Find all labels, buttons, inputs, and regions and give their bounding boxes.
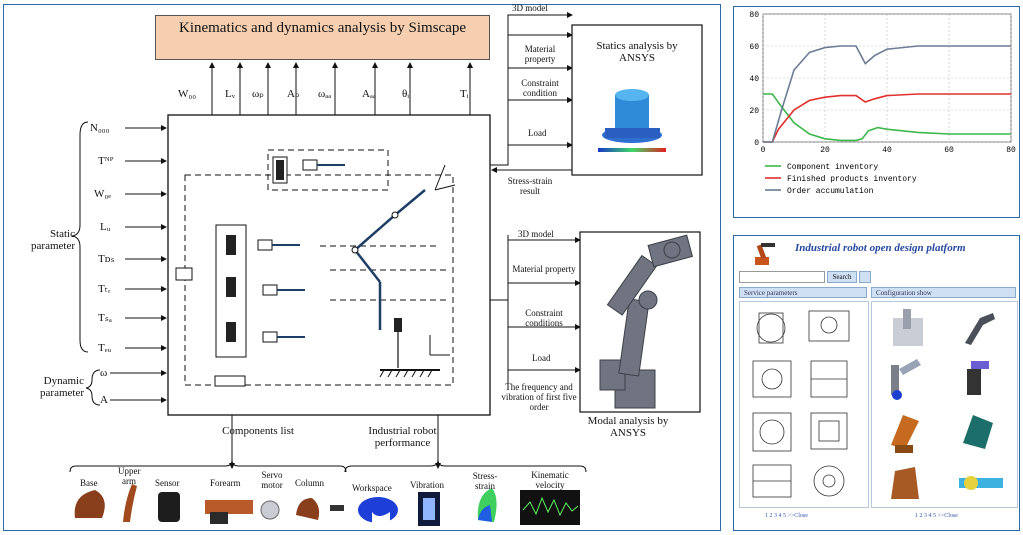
static-input-4: Tᴅₛ [98,253,115,265]
platform-panel: Industrial robot open design platform Se… [735,237,1018,529]
y-tick-label: 60 [749,43,759,52]
platform-frame [733,235,1020,531]
output-label-theta: θᵢ [402,88,410,100]
modal-result: The frequency and vibration of first fiv… [501,382,577,412]
series-line-1 [763,93,1011,143]
simscape-title: Kinematics and dynamics analysis by Sims… [155,15,490,60]
statics-item-3d-model: 3D model [512,3,548,13]
static-input-7: Tₑᵤ [98,342,112,354]
legend-label-1: Finished products inventory [787,175,917,184]
series-line-2 [763,45,1011,143]
y-tick-label: 40 [749,75,759,84]
model-thumbnails [891,309,1003,499]
x-tick-label: 20 [820,146,830,155]
help-button[interactable] [859,271,871,283]
search-button[interactable]: Search [827,271,857,283]
x-tick-label: 60 [944,146,954,155]
search-input[interactable] [739,271,825,283]
x-tick-label: 40 [882,146,892,155]
component-servo-motor: Servo motor [261,470,283,490]
static-input-2: W₀ₑ [94,188,112,200]
static-input-1: Tᴺᴾ [98,155,114,167]
statics-result: Stress-strain result [507,176,553,196]
service-parameters-panel [739,301,869,508]
x-tick-label: 80 [1006,146,1016,155]
modal-item-3d-model: 3D model [518,229,554,239]
output-label-w00: W₀₀ [178,88,197,100]
statics-item-material: Material property [524,44,556,64]
robot-performance-label: Industrial robot performance [368,425,437,449]
static-input-5: Tₜᵣ [98,283,111,295]
modal-title: Modal analysis by ANSYS [587,415,669,439]
static-input-0: N₀₀₀ [90,122,110,134]
component-base: Base [80,478,98,488]
performance-workspace: Workspace [352,483,392,493]
output-label-aaa: Aₐₐ [362,88,376,100]
component-upper-arm: Upper arm [118,466,141,486]
configuration-show-header: Configuration show [871,287,1016,298]
y-tick-label: 20 [749,107,759,116]
service-parameters-header: Service parameters [739,287,867,298]
dynamic-parameter-label: Dynamic parameter [40,375,84,399]
static-input-3: Lᵤ [100,221,111,233]
platform-title: Industrial robot open design platform [795,242,966,254]
legend-label-2: Order accumulation [787,187,874,196]
component-column: Column [295,478,325,488]
chart-frame [733,6,1020,218]
performance-kinematic-velocity: Kinematic velocity [531,470,569,490]
statics-item-constraint: Constraint condition [521,78,559,98]
drawing-thumbnails [752,310,850,498]
main-diagram-frame [3,4,721,531]
output-label-ap: Aₚ [287,88,300,100]
right-pager[interactable]: 1 2 3 4 5 >>Close [915,513,958,519]
modal-item-constraint: Constraint conditions [525,308,563,328]
statics-title: Statics analysis by ANSYS [596,40,678,64]
components-list-label: Components list [222,425,294,437]
diagram-lines [69,12,703,526]
component-forearm: Forearm [210,478,241,488]
performance-vibration: Vibration [410,480,444,490]
x-tick-label: 0 [761,146,766,155]
output-label-ti: Tᵢ [460,88,469,100]
platform-logo [743,241,783,267]
output-label-waa: ωₐₐ [318,88,332,100]
statics-item-load: Load [528,128,547,138]
modal-item-material: Material property [512,264,576,274]
output-label-lv: Lᵥ [225,88,235,100]
y-tick-label: 0 [754,139,759,148]
dynamic-input-omega: ω [100,367,108,379]
static-input-6: Tₛₐ [98,312,112,324]
static-parameter-label: Static parameter [31,228,75,252]
component-sensor: Sensor [155,478,180,488]
dynamic-input-a: A [100,394,108,406]
legend-label-0: Component inventory [787,163,878,172]
modal-item-load: Load [532,353,551,363]
series-line-0 [763,93,1011,142]
left-pager[interactable]: 1 2 3 4 5 >>Close [765,513,808,519]
performance-stress-strain: Stress-strain [472,471,498,491]
output-label-wp: ωₚ [252,88,264,100]
y-tick-label: 80 [749,11,759,20]
